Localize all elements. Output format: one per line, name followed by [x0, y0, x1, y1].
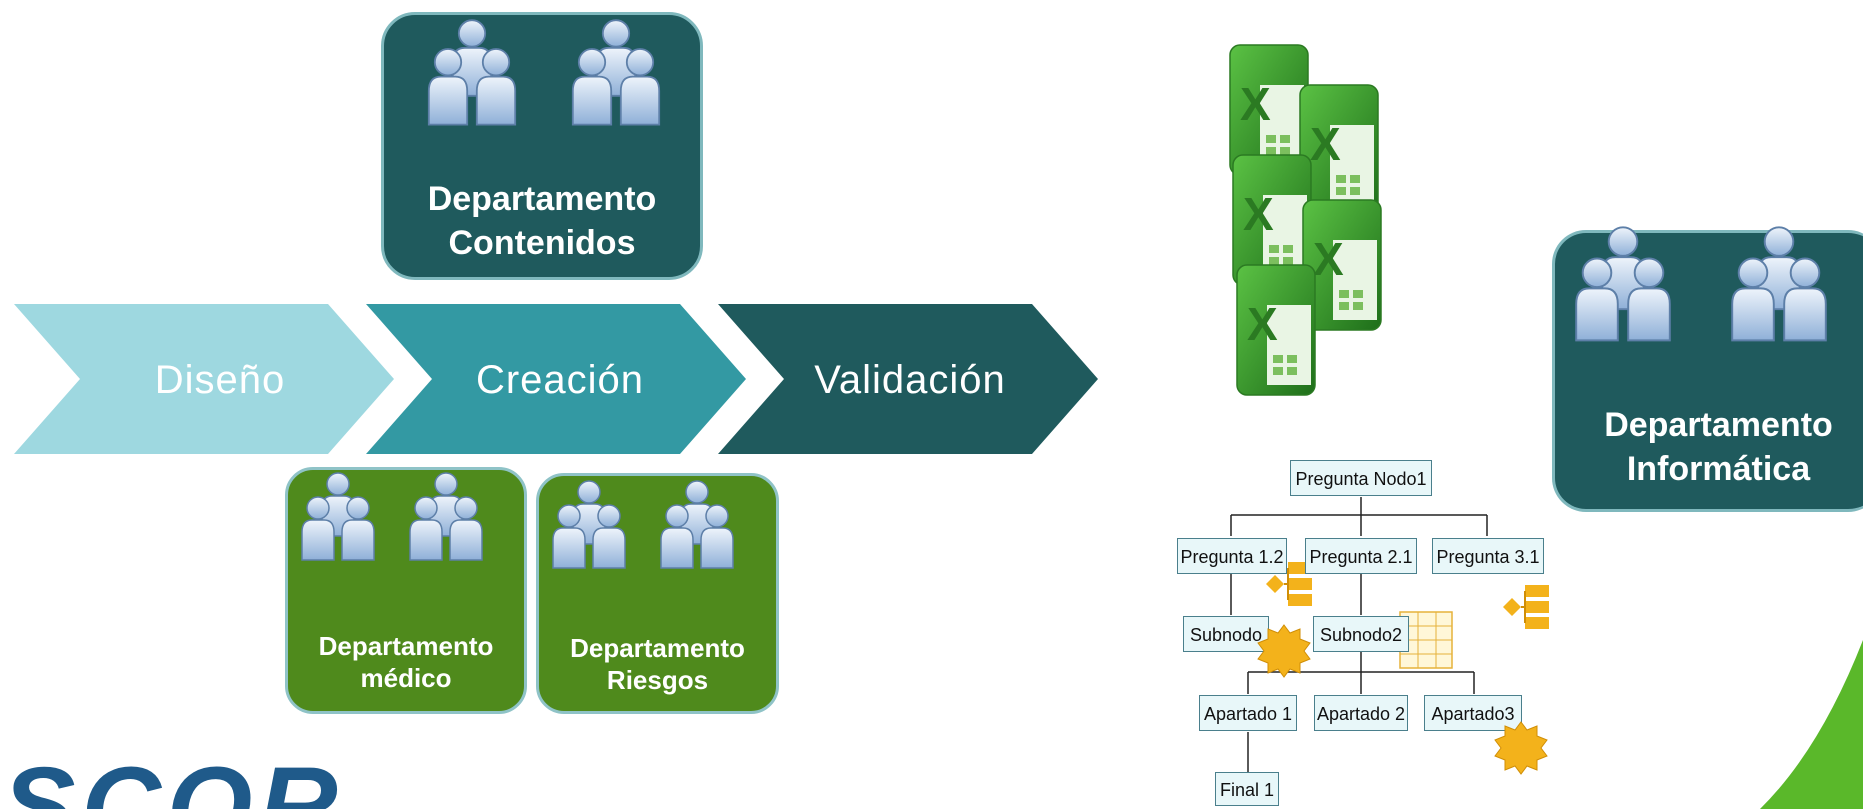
dept-contenidos-line1: Departamento: [427, 180, 657, 218]
dept-medico: Departamento médico: [285, 467, 527, 714]
tree-node-subnodo2: Subnodo2: [1313, 616, 1409, 652]
dept-riesgos-line1: Departamento: [570, 633, 745, 663]
tree-node-apartado3: Apartado3: [1424, 695, 1522, 731]
tree-node-subnodo: Subnodo: [1183, 616, 1269, 652]
tree-node-root: Pregunta Nodo1: [1290, 460, 1432, 496]
scor-logo: SCOR: [2, 752, 344, 809]
step-label-diseno: Diseño: [154, 358, 286, 402]
step-label-creacion: Creación: [475, 358, 645, 402]
gear-icon: [1494, 721, 1548, 775]
tree-node-apartado-1: Apartado 1: [1199, 695, 1297, 731]
chevron-creacion: [366, 304, 746, 454]
tree-node-pregunta-2-1: Pregunta 2.1: [1305, 538, 1417, 574]
gear-icon: [1257, 624, 1311, 678]
tree-node-pregunta-3-1: Pregunta 3.1: [1432, 538, 1544, 574]
dept-informatica-line1: Departamento: [1604, 406, 1833, 444]
dept-medico-line2: médico: [360, 663, 452, 693]
tree-node-apartado-2: Apartado 2: [1314, 695, 1408, 731]
decorative-swoosh: [1760, 640, 1863, 809]
dept-informatica: Departamento Informática: [1552, 230, 1863, 512]
dept-riesgos-line2: Riesgos: [606, 665, 709, 695]
dept-informatica-line2: Informática: [1626, 450, 1811, 488]
tree-node-final-1: Final 1: [1215, 772, 1279, 806]
chevron-validacion: [718, 304, 1098, 454]
step-label-validacion: Validación: [814, 358, 1006, 402]
tree-node-pregunta-1-2: Pregunta 1.2: [1177, 538, 1287, 574]
dept-contenidos-line2: Contenidos: [448, 224, 636, 262]
dept-medico-line1: Departamento: [318, 631, 494, 661]
dept-riesgos: Departamento Riesgos: [536, 473, 779, 714]
dept-contenidos: Departamento Contenidos: [381, 12, 703, 280]
chevron-diseno: [14, 304, 394, 454]
